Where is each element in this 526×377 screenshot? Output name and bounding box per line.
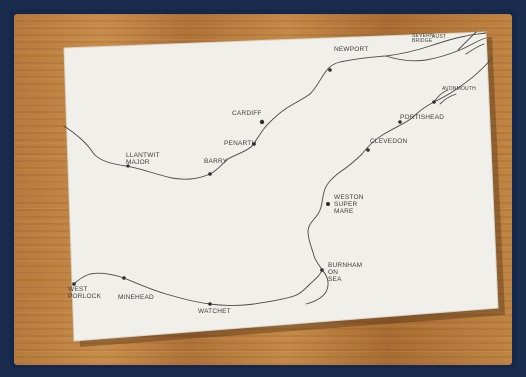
label-aust: AUST — [432, 34, 447, 40]
severn-north-bank — [385, 37, 487, 62]
label-llantwit-major: LLANTWIT MAJOR — [126, 152, 160, 166]
marker-barry — [208, 172, 212, 176]
severn-river — [457, 31, 485, 55]
marker-burnham — [320, 268, 324, 272]
label-severn-bridge: SEVERN BRIDGE — [412, 33, 434, 44]
map-sketch — [63, 31, 505, 347]
label-west-porlock: WEST PORLOCK — [68, 286, 102, 300]
marker-watchet — [208, 302, 212, 306]
marker-newport — [328, 68, 332, 72]
paper-sheet — [64, 32, 498, 341]
label-watchet: WATCHET — [198, 308, 231, 315]
label-newport: NEWPORT — [334, 46, 369, 53]
label-penarth: PENARTH — [224, 140, 257, 147]
marker-penarth — [252, 142, 256, 146]
parrett-estuary — [305, 269, 329, 305]
label-burnham: BURNHAM ON SEA — [328, 262, 363, 283]
marker-cardiff — [259, 119, 265, 125]
marker-porlock — [72, 282, 76, 286]
marker-portishead — [398, 120, 402, 124]
label-clevedon: CLEVEDON — [370, 138, 408, 145]
label-cardiff: CARDIFF — [232, 110, 262, 117]
label-minehead: MINEHEAD — [118, 294, 154, 301]
marker-avonmouth — [432, 100, 436, 104]
marker-weston — [326, 202, 330, 206]
label-avonmouth: AVONMOUTH — [442, 86, 476, 92]
label-barry: BARRY — [204, 158, 228, 165]
photo: NEWPORT SEVERN BRIDGE AUST AVONMOUTH CAR… — [14, 14, 512, 365]
marker-minehead — [122, 276, 126, 280]
label-portishead: PORTISHEAD — [400, 114, 445, 121]
english-coastline — [73, 57, 493, 306]
marker-clevedon — [366, 148, 370, 152]
welsh-coastline — [63, 32, 487, 180]
marker-llantwit — [126, 164, 130, 168]
label-weston: WESTON SUPER MARE — [334, 194, 364, 215]
